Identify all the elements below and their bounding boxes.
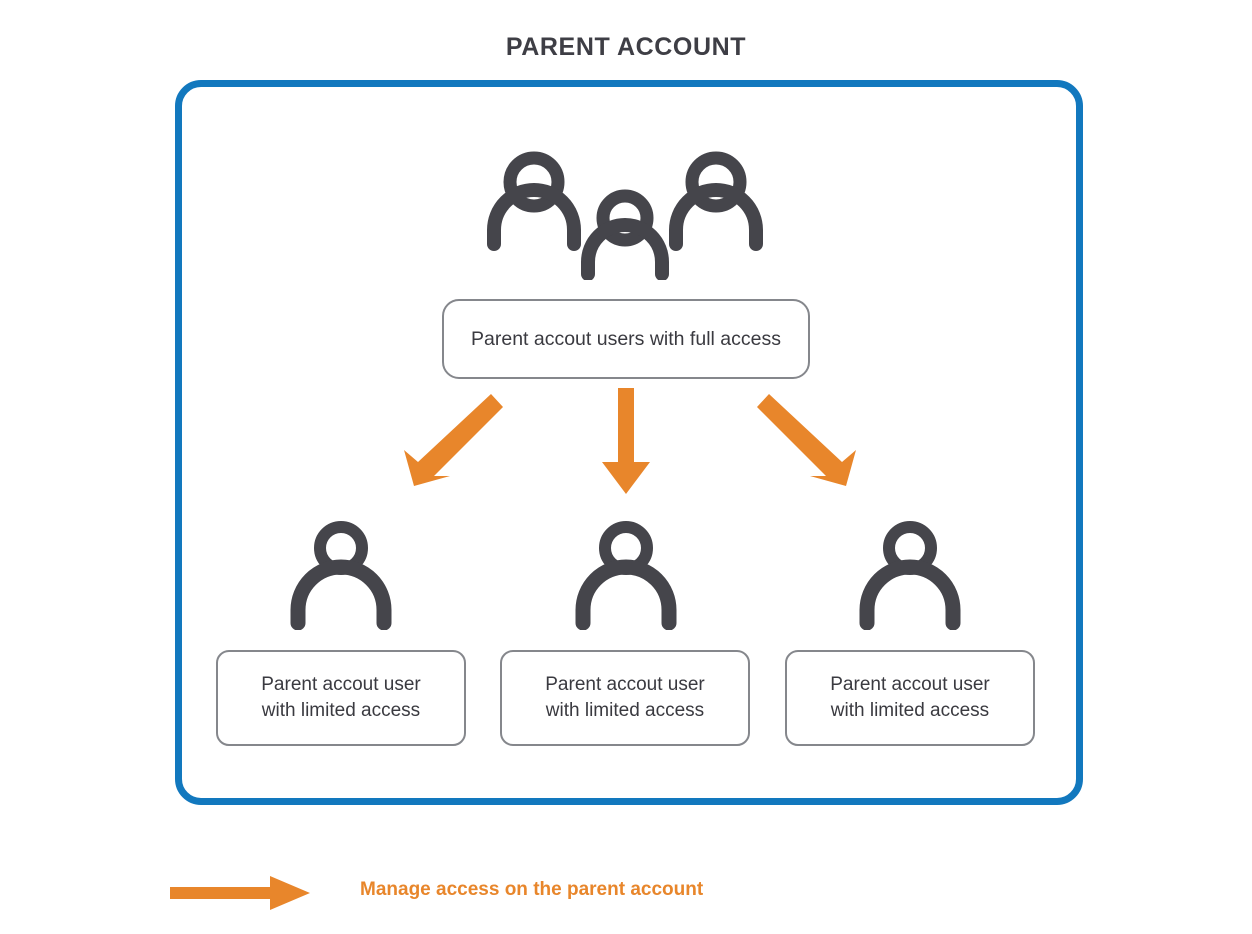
arrow-down-right: [755, 390, 870, 490]
user-icon: [567, 515, 685, 631]
child-node-label-text: Parent accout user with limited access: [545, 672, 704, 723]
child-node-label-text: Parent accout user with limited access: [261, 672, 420, 723]
child-node-label-line2: with limited access: [545, 700, 705, 721]
child-node-label-line1: Parent accout user: [261, 674, 421, 696]
child-node-label-line1: Parent accout user: [830, 674, 990, 696]
child-node-label: Parent accout user with limited access: [216, 650, 466, 746]
arrow-down: [600, 388, 652, 496]
child-node-label: Parent accout user with limited access: [785, 650, 1035, 746]
child-node-label-text: Parent accout user with limited access: [830, 672, 989, 723]
page-title: PARENT ACCOUNT: [505, 33, 747, 61]
root-node-label: Parent accout users with full access: [442, 299, 810, 379]
arrow-right-icon: [170, 876, 312, 910]
user-icon: [282, 515, 400, 631]
user-icon: [851, 515, 969, 631]
legend: Manage access on the parent account: [170, 868, 870, 918]
group-of-users-icon: [480, 145, 770, 281]
legend-label: Manage access on the parent account: [360, 879, 704, 900]
child-node-label-line2: with limited access: [830, 700, 990, 721]
root-node-label-text: Parent accout users with full access: [471, 327, 781, 350]
arrow-down-left: [390, 390, 505, 490]
child-node-label-line2: with limited access: [261, 700, 421, 721]
child-node-label-line1: Parent accout user: [545, 674, 705, 696]
child-node-label: Parent accout user with limited access: [500, 650, 750, 746]
